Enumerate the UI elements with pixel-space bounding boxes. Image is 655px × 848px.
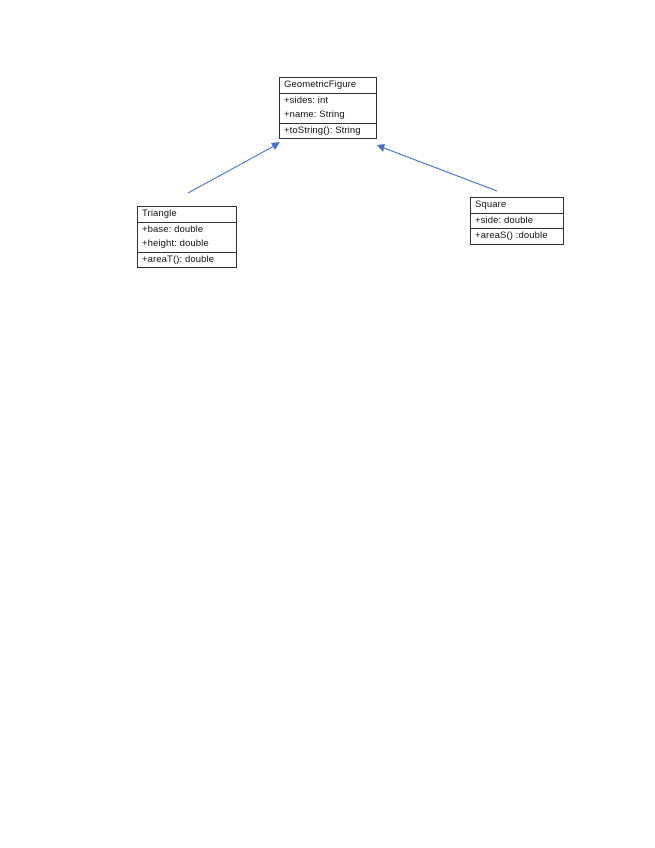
methods-compartment: +toString(): String (280, 122, 376, 139)
attributes-compartment: +side: double (471, 212, 563, 229)
attributes-compartment: +base: double +height: double (138, 221, 236, 252)
attribute: +side: double (475, 214, 534, 226)
class-name-compartment: GeometricFigure (280, 78, 376, 93)
attribute: +sides: int (284, 94, 329, 106)
class-box-geometricfigure: GeometricFigure +sides: int +name: Strin… (279, 77, 377, 139)
attribute: +height: double (142, 238, 209, 249)
inheritance-line-triangle (187, 145, 275, 194)
class-box-square: Square +side: double +areaS() :double (470, 197, 564, 245)
method: +areaS() :double (475, 230, 548, 241)
inheritance-arrow-triangle (187, 142, 280, 194)
attribute: +base: double (142, 223, 204, 235)
methods-compartment: +areaS() :double (471, 228, 563, 244)
class-name-compartment: Triangle (138, 207, 236, 222)
attributes-compartment: +sides: int +name: String (280, 92, 376, 123)
class-box-triangle: Triangle +base: double +height: double +… (137, 206, 237, 268)
class-name: Square (475, 199, 507, 210)
attribute: +name: String (284, 109, 345, 120)
arrowhead-square (377, 144, 385, 152)
arrowhead-triangle (271, 142, 280, 150)
methods-compartment: +areaT(): double (138, 251, 236, 268)
class-name: GeometricFigure (284, 79, 357, 90)
inheritance-line-square (383, 147, 498, 192)
class-name: Triangle (142, 208, 177, 219)
inheritance-arrow-square (377, 144, 498, 192)
method: +areaT(): double (142, 253, 215, 265)
method: +toString(): String (284, 124, 361, 136)
class-name-compartment: Square (471, 198, 563, 213)
